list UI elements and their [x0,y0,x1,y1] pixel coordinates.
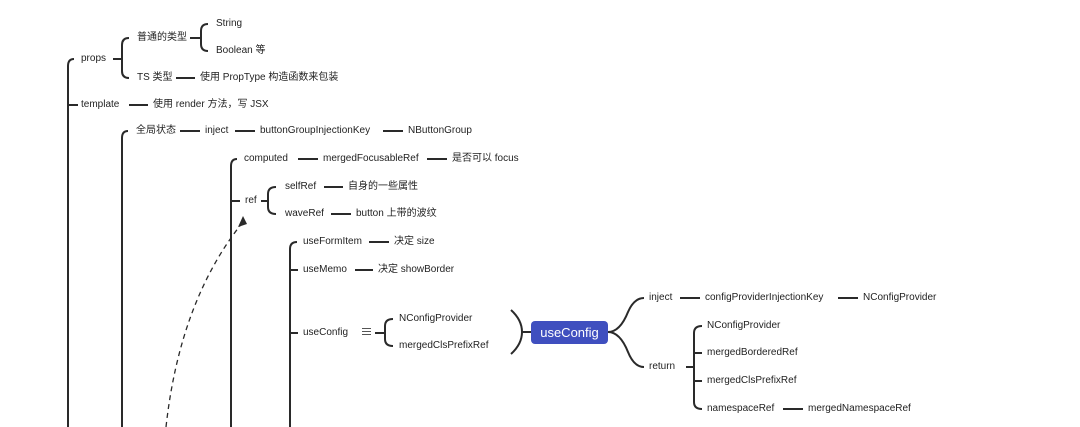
node-merged-cls-b[interactable]: mergedClsPrefixRef [704,374,800,388]
node-boolean[interactable]: Boolean 等 [213,44,269,58]
node-is-focus[interactable]: 是否可以 focus [449,152,522,166]
node-inject[interactable]: inject [202,124,232,138]
node-config-key[interactable]: configProviderInjectionKey [702,291,827,305]
node-decide-border[interactable]: 决定 showBorder [375,263,458,277]
node-use-config-summary[interactable]: useConfig [531,321,608,344]
node-self-props[interactable]: 自身的一些属性 [345,180,421,194]
node-decide-size[interactable]: 决定 size [391,235,438,249]
node-ts-type[interactable]: TS 类型 [134,71,176,85]
node-namespace-ref[interactable]: namespaceRef [704,402,778,416]
node-computed[interactable]: computed [241,152,291,166]
node-use-form-item[interactable]: useFormItem [300,235,365,249]
node-wave-desc[interactable]: button 上带的波纹 [353,207,440,221]
node-template[interactable]: template [78,98,123,112]
node-merged-bordered[interactable]: mergedBorderedRef [704,346,801,360]
equals-summary-icon [362,326,371,337]
node-merged-cls-a[interactable]: mergedClsPrefixRef [396,339,492,353]
node-proptype[interactable]: 使用 PropType 构造函数来包装 [197,71,342,85]
node-props[interactable]: props [78,52,110,66]
node-string[interactable]: String [213,17,246,31]
node-self-ref[interactable]: selfRef [282,180,320,194]
node-props-common[interactable]: 普通的类型 [134,31,190,45]
node-wave-ref[interactable]: waveRef [282,207,327,221]
node-merged-focusable[interactable]: mergedFocusableRef [320,152,422,166]
node-merged-namespace[interactable]: mergedNamespaceRef [805,402,914,416]
node-config-provider-a[interactable]: NConfigProvider [396,312,476,326]
node-inject-config[interactable]: inject [646,291,676,305]
node-ref[interactable]: ref [242,194,260,208]
node-return[interactable]: return [646,360,679,374]
node-button-group-key[interactable]: buttonGroupInjectionKey [257,124,374,138]
node-nbutton-group[interactable]: NButtonGroup [405,124,475,138]
node-use-memo[interactable]: useMemo [300,263,350,277]
node-global-state[interactable]: 全局状态 [133,124,179,138]
node-use-config[interactable]: useConfig [300,326,352,340]
node-render[interactable]: 使用 render 方法，写 JSX [150,98,272,112]
node-config-provider-c[interactable]: NConfigProvider [704,319,784,333]
node-config-provider-b[interactable]: NConfigProvider [860,291,940,305]
